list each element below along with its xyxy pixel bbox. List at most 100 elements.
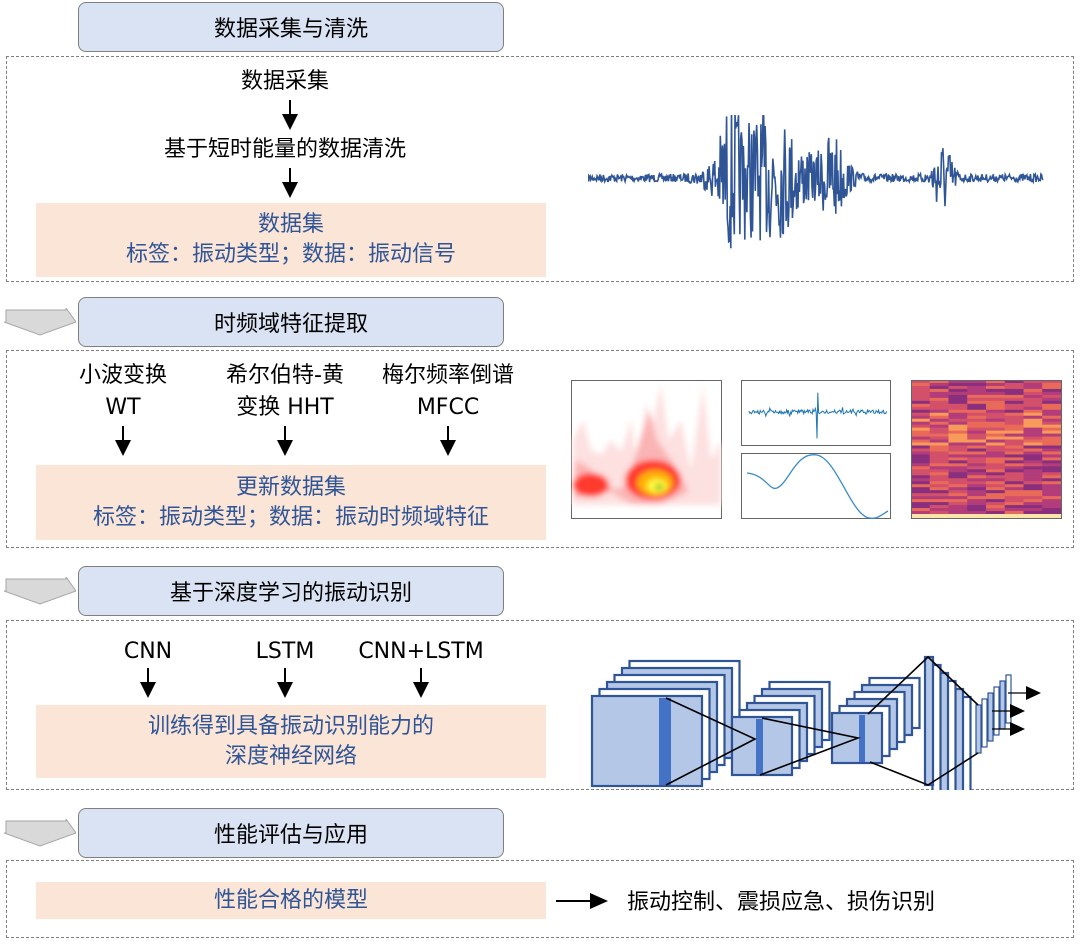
mfcc-cell — [967, 397, 987, 402]
mfcc-cell — [1023, 406, 1043, 411]
mfcc-cell — [948, 445, 968, 449]
mfcc-cell — [948, 400, 968, 405]
mfcc-cell — [986, 439, 1006, 444]
mfcc-cell — [967, 385, 987, 390]
mfcc-cell — [1042, 463, 1062, 467]
mfcc-cell — [1023, 433, 1043, 438]
mfcc-cell — [929, 451, 949, 455]
mfcc-cell — [967, 475, 987, 479]
mfcc-cell — [929, 502, 949, 506]
mfcc-cell — [1004, 394, 1024, 399]
method-abbr: MFCC — [416, 395, 480, 420]
mfcc-cell — [948, 505, 968, 509]
mfcc-cell — [967, 424, 987, 429]
mfcc-cell — [911, 436, 931, 441]
mfcc-cell — [1004, 424, 1024, 429]
mfcc-cell — [1004, 380, 1024, 384]
mfcc-cell — [1023, 415, 1043, 420]
mfcc-cell — [911, 415, 931, 420]
mfcc-cell — [1042, 421, 1062, 426]
mfcc-cell — [986, 388, 1006, 393]
connection-line — [759, 717, 861, 776]
vibration-signal-waveform — [588, 115, 1044, 249]
mfcc-cell — [1042, 442, 1062, 447]
mfcc-cell — [1023, 412, 1043, 417]
mfcc-cell — [1042, 382, 1062, 387]
mfcc-cell — [929, 415, 949, 420]
qualified-model-box: 性能合格的模型 — [36, 882, 546, 919]
mfcc-cell — [948, 481, 968, 485]
dataset-title: 数据集 — [257, 212, 324, 237]
mfcc-cell — [911, 418, 931, 423]
mfcc-cell — [986, 403, 1006, 408]
mfcc-cell — [929, 394, 949, 399]
mfcc-cell — [967, 430, 987, 435]
output-arrow-icon — [1026, 686, 1041, 700]
mfcc-cell — [967, 484, 987, 488]
mfcc-cell — [967, 463, 987, 467]
mfcc-cell — [948, 427, 968, 432]
mfcc-cell — [929, 511, 949, 515]
mfcc-cell — [967, 493, 987, 497]
mfcc-cell — [911, 490, 931, 494]
mfcc-cell — [1004, 388, 1024, 393]
mfcc-cell — [948, 385, 968, 390]
mfcc-cell — [948, 380, 968, 384]
step-data-collection: 数据采集 — [240, 69, 330, 94]
mfcc-cell — [1004, 457, 1024, 461]
mfcc-cell — [1023, 403, 1043, 408]
connection-line — [869, 752, 979, 786]
mfcc-cell — [1042, 391, 1062, 396]
mfcc-cell — [948, 463, 968, 467]
output-layer — [987, 692, 994, 742]
mfcc-cell — [948, 496, 968, 500]
mfcc-cell — [948, 472, 968, 476]
mfcc-cell — [929, 409, 949, 414]
mfcc-cell — [1042, 466, 1062, 470]
mfcc-cell — [911, 505, 931, 509]
mfcc-cell — [1042, 502, 1062, 506]
mfcc-cell — [929, 466, 949, 470]
mfcc-cell — [1023, 469, 1043, 473]
mfcc-cell — [929, 469, 949, 473]
mfcc-cell — [967, 433, 987, 438]
mfcc-cell — [929, 481, 949, 485]
dataset-box: 数据集 标签：振动类型；数据：振动信号 — [36, 203, 546, 277]
mfcc-cell — [1042, 412, 1062, 417]
mfcc-cell — [986, 421, 1006, 426]
method-label: 梅尔频率倒谱 — [381, 363, 515, 388]
result-line1: 训练得到具备振动识别能力的 — [147, 713, 434, 739]
mfcc-cell — [967, 466, 987, 470]
mfcc-cell — [1042, 508, 1062, 512]
mfcc-cell — [911, 445, 931, 449]
mfcc-cell — [911, 451, 931, 455]
down-arrow-icon — [277, 668, 293, 698]
stage4-header: 性能评估与应用 — [78, 808, 504, 858]
mfcc-cell — [1023, 457, 1043, 461]
mfcc-cell — [1042, 388, 1062, 393]
applications-text: 振动控制、震损应急、损伤识别 — [627, 890, 936, 915]
mfcc-cell — [1004, 496, 1024, 500]
mfcc-cell — [986, 454, 1006, 458]
stage-arrow-icon — [4, 577, 76, 605]
mfcc-cell — [986, 382, 1006, 387]
mfcc-cell — [1004, 478, 1024, 482]
mfcc-cell — [948, 511, 968, 515]
down-arrow-icon — [140, 668, 156, 698]
mfcc-cell — [911, 385, 931, 390]
mfcc-cell — [948, 487, 968, 491]
mfcc-cell — [948, 466, 968, 470]
mfcc-cell — [1042, 427, 1062, 432]
mfcc-cell — [929, 430, 949, 435]
connection-line — [867, 655, 979, 715]
mfcc-cell — [948, 430, 968, 435]
method-mfcc: 梅尔频率倒谱 MFCC — [382, 360, 514, 424]
mfcc-cell — [929, 475, 949, 479]
mfcc-cell — [948, 478, 968, 482]
mfcc-cell — [967, 394, 987, 399]
mfcc-cell — [1004, 442, 1024, 447]
mfcc-cell — [986, 448, 1006, 452]
mfcc-cell — [911, 508, 931, 512]
mfcc-cell — [1042, 424, 1062, 429]
